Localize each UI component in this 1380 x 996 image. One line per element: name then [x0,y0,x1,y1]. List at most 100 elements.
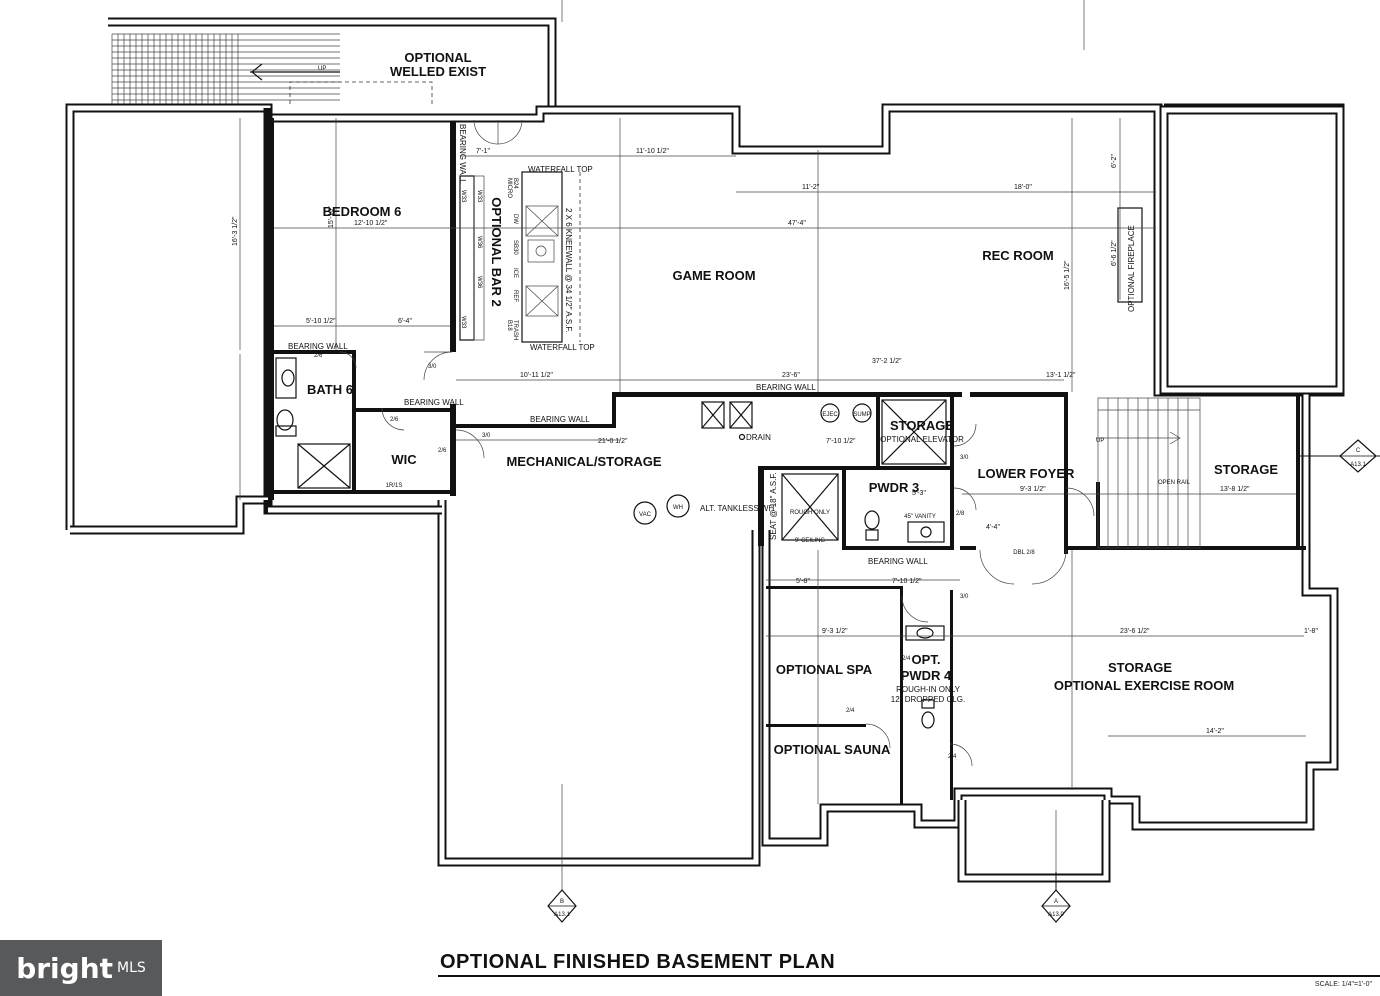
dimension-text: 11'-10 1/2" [636,148,669,155]
note-tankless: ALT. TANKLESS WH [700,504,774,513]
note-kneewall: 2 X 6 KNEEWALL @ 34 1/2" A.S.F. [564,208,573,333]
dimension-text: 47'-4" [788,220,806,227]
dimension-lines [239,118,1306,890]
door-size: 3/0 [428,364,437,370]
section-c-letter: C [1356,448,1361,454]
door-size: 2/4 [902,656,911,662]
note-waterfall-top-2: WATERFALL TOP [530,343,595,352]
section-a-ref: A13.0 [1048,912,1064,918]
dimension-text: 13'-8 1/2" [1220,486,1250,493]
room-bath-6: BATH 6 [307,382,353,397]
door-size: 3/0 [960,594,969,600]
note-bearing-wall-vertical: BEARING WALL [458,124,467,184]
dimension-text: 12'-10 1/2" [354,220,388,227]
room-pwdr-3: PWDR 3 [869,480,920,495]
plan-title: OPTIONAL FINISHED BASEMENT PLAN [440,951,836,973]
dimension-text: 16'-3 1/2" [232,216,239,246]
dimension-text: 21'-0 1/2" [598,438,628,445]
title-underline [438,975,1380,977]
door-size: 2/8 [956,511,965,517]
dimension-text: 4'-4" [986,524,1000,531]
room-bedroom-6: BEDROOM 6 [323,204,402,219]
dimension-text: 14'-2" [1206,728,1224,735]
note-bearing-wall-game: BEARING WALL [756,383,816,392]
section-c-ref: A13.1 [1350,462,1366,468]
dimension-text: 23'-6 1/2" [1120,628,1150,635]
section-a-letter: A [1054,899,1058,905]
note-shelf: 1R/1S [386,483,403,489]
note-bearing-wall-wic: BEARING WALL [404,398,464,407]
door-size: 3/0 [960,455,969,461]
room-storage-exercise: STORAGE [1108,660,1172,675]
cabinet-dw: DW [512,214,518,224]
cabinet-w33-b: W33 [476,190,482,203]
note-optional-elevator: OPTIONAL ELEVATOR [880,435,964,444]
bar-counter [459,171,581,343]
room-rec-room: REC ROOM [982,248,1054,263]
note-bearing-wall-pwdr: BEARING WALL [868,557,928,566]
dimension-text: 9'-3 1/2" [1020,486,1046,493]
note-up-top: UP [318,66,326,72]
watermark-brand: bright [16,951,114,985]
interior-walls [268,118,1306,804]
cabinet-ref: REF [512,290,518,302]
note-dbl-door: DBL 2/8 [1013,550,1035,556]
dimension-text: 7'-10 1/2" [826,438,856,445]
room-optional-spa: OPTIONAL SPA [776,662,873,677]
room-opt-pwdr-4: PWDR 4 [901,668,952,683]
room-optional-exercise: OPTIONAL EXERCISE ROOM [1054,678,1234,693]
cabinet-sb30: SB30 [512,240,518,255]
room-lower-foyer: LOWER FOYER [978,466,1075,481]
dimension-text: 6'-2" [1111,154,1118,168]
door-size: 2/4 [948,754,957,760]
cabinet-w36-b: W36 [476,276,482,289]
dimension-text: 6'-4" [398,318,412,325]
cabinet-b24: B24 [512,178,518,189]
note-ejec: EJEC [822,412,838,418]
door-size: 2/6 [390,417,399,423]
bright-mls-watermark: bright MLS [0,940,162,996]
note-drain: DRAIN [746,433,771,442]
cabinet-micro: MICRO [506,178,512,198]
note-sump: SUMP [853,412,870,418]
cabinet-b18: B18 [506,320,512,331]
dimension-text: 16'-5 1/2" [1064,260,1071,290]
dimension-text: 6'-6 1/2" [1111,240,1118,266]
room-game-room: GAME ROOM [672,268,755,283]
dimension-text: 23'-6" [782,372,800,379]
room-storage-small: STORAGE [890,418,954,433]
dimension-text: 18'-0" [1014,184,1032,191]
dimension-text: 11'-2" [802,184,820,191]
door-size: 2/6 [438,448,447,454]
room-storage-right: STORAGE [1214,462,1278,477]
watermark-suffix: MLS [117,960,146,976]
door-size: 2/4 [846,708,855,714]
section-marker-c [1300,439,1380,473]
cabinet-trash: TRASH [512,320,518,340]
section-marker-a [1041,872,1071,923]
section-marker-b [547,889,577,923]
room-optional-bar: OPTIONAL BAR 2 [489,197,504,307]
cabinet-w33-c: W33 [460,316,466,329]
door-size: 2/6 [314,353,323,359]
dimension-text: 37'-2 1/2" [872,358,902,365]
dimension-text: 5'-10 1/2" [306,318,336,325]
door-swings [339,119,1095,767]
room-mechanical: MECHANICAL/STORAGE [506,454,661,469]
cabinet-ice: ICE [512,268,518,278]
scale-note: SCALE: 1/4"=1'-0" [1314,981,1372,988]
note-vanity-45: 45" VANITY [904,514,936,520]
room-optional-sauna: OPTIONAL SAUNA [774,742,891,757]
dimension-text: 5'-3" [912,490,926,497]
dimension-text: 10'-11 1/2" [520,372,553,379]
dimension-text: 7'-1" [476,148,490,155]
note-optional-fireplace: OPTIONAL FIREPLACE [1127,225,1136,312]
note-bearing-wall-mech: BEARING WALL [530,415,590,424]
dimension-text: 15'-10" [328,206,335,228]
dimension-text: 7'-10 1/2" [892,578,922,585]
room-wic: WIC [391,452,417,467]
room-opt-pwdr: OPT. [912,652,941,667]
note-vac: VAC [639,512,652,518]
note-dropped-clg: 12" DROPPED CLG. [891,695,965,704]
